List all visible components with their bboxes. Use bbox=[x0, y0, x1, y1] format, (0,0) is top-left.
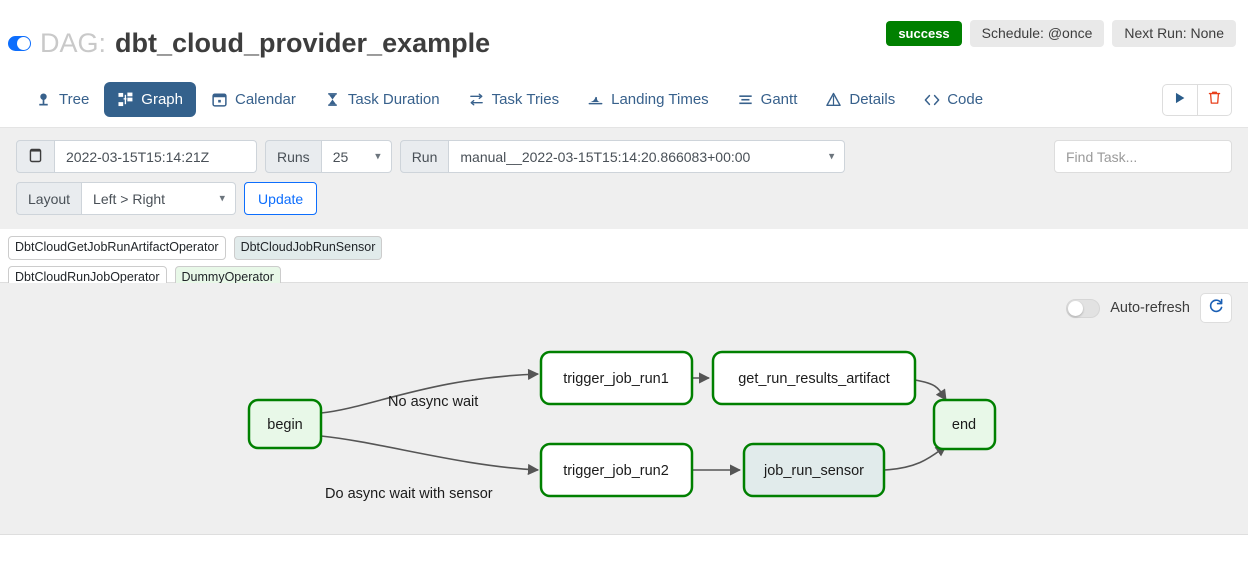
tab-graph[interactable]: Graph bbox=[104, 82, 196, 117]
legend-operators: DbtCloudGetJobRunArtifactOperator DbtClo… bbox=[6, 236, 546, 289]
legend-operator-chip: DbtCloudGetJobRunArtifactOperator bbox=[8, 236, 226, 260]
auto-refresh-toggle[interactable] bbox=[1066, 298, 1101, 318]
refresh-button[interactable] bbox=[1200, 293, 1232, 323]
tab-label: Tree bbox=[59, 91, 90, 108]
dag-title: DAG: dbt_cloud_provider_example bbox=[8, 28, 490, 59]
legend-bar: DbtCloudGetJobRunArtifactOperator DbtClo… bbox=[0, 229, 1248, 313]
graph-toolbar: Auto-refresh bbox=[1066, 293, 1232, 323]
find-task-input[interactable]: Find Task... bbox=[1054, 140, 1232, 173]
status-badge: success bbox=[886, 20, 962, 47]
dag-label: DAG: bbox=[40, 28, 107, 58]
edge-label-do-async-wait: Do async wait with sensor bbox=[325, 486, 493, 502]
tab-label: Task Tries bbox=[491, 91, 560, 108]
graph-icon bbox=[117, 91, 134, 108]
controls-row-1: 2022-03-15T15:14:21Z Runs 25 ▾ Run manua… bbox=[16, 140, 1232, 173]
dag-node-trigger-job-run1[interactable]: trigger_job_run1 bbox=[539, 350, 694, 406]
refresh-icon bbox=[1208, 298, 1224, 319]
delete-dag-button[interactable] bbox=[1197, 85, 1231, 115]
calendar-icon bbox=[211, 91, 228, 108]
run-label: Run bbox=[399, 140, 450, 173]
tab-label: Calendar bbox=[235, 91, 296, 108]
tab-task-tries[interactable]: Task Tries bbox=[455, 82, 573, 117]
controls-bar: 2022-03-15T15:14:21Z Runs 25 ▾ Run manua… bbox=[0, 128, 1248, 229]
tab-label: Task Duration bbox=[347, 91, 440, 108]
chevron-down-icon: ▾ bbox=[219, 192, 226, 204]
tab-label: Code bbox=[947, 91, 984, 108]
calendar-icon bbox=[28, 148, 43, 166]
runs-label: Runs bbox=[265, 140, 322, 173]
layout-select[interactable]: Left > Right ▾ bbox=[82, 182, 237, 215]
trigger-dag-button[interactable] bbox=[1163, 85, 1197, 115]
retry-icon bbox=[468, 91, 485, 108]
dag-node-job-run-sensor[interactable]: job_run_sensor bbox=[742, 442, 886, 498]
edge-label-no-async-wait: No async wait bbox=[388, 394, 478, 410]
tab-code[interactable]: Code bbox=[910, 82, 996, 117]
next-run-badge: Next Run: None bbox=[1112, 20, 1236, 47]
triangle-icon bbox=[825, 91, 842, 108]
landing-icon bbox=[587, 91, 604, 108]
update-button[interactable]: Update bbox=[244, 182, 318, 215]
tab-task-duration[interactable]: Task Duration bbox=[311, 82, 453, 117]
gantt-icon bbox=[737, 91, 754, 108]
tab-tree[interactable]: Tree bbox=[22, 82, 102, 117]
runs-select[interactable]: 25 ▾ bbox=[321, 140, 392, 173]
node-label: job_run_sensor bbox=[763, 463, 864, 479]
edge-begin-to-trigger2 bbox=[320, 435, 540, 476]
runs-group: Runs 25 ▾ bbox=[265, 140, 392, 173]
dag-edges bbox=[320, 368, 947, 476]
run-group: Run manual__2022-03-15T15:14:20.866083+0… bbox=[399, 140, 846, 173]
dag-node-trigger-job-run2[interactable]: trigger_job_run2 bbox=[539, 442, 694, 498]
run-select-value: manual__2022-03-15T15:14:20.866083+00:00 bbox=[460, 148, 751, 165]
layout-group: Layout Left > Right ▾ bbox=[16, 182, 237, 215]
node-label: get_run_results_artifact bbox=[738, 371, 890, 387]
dag-pause-toggle[interactable] bbox=[8, 36, 31, 51]
tab-bar: Tree Graph Calendar Task Duration Task T bbox=[0, 72, 1248, 128]
play-icon bbox=[1173, 91, 1187, 110]
page-header: DAG: dbt_cloud_provider_example success … bbox=[0, 0, 1248, 72]
layout-select-value: Left > Right bbox=[93, 190, 166, 207]
edge-sensor-to-end bbox=[883, 445, 947, 471]
tab-details[interactable]: Details bbox=[812, 82, 908, 117]
dag-graph-panel: Auto-refresh No async wait Do async wait… bbox=[0, 283, 1248, 535]
dag-node-get-run-results-artifact[interactable]: get_run_results_artifact bbox=[711, 350, 917, 406]
tab-gantt[interactable]: Gantt bbox=[724, 82, 811, 117]
base-date-input[interactable]: 2022-03-15T15:14:21Z bbox=[55, 140, 257, 173]
auto-refresh-label: Auto-refresh bbox=[1110, 300, 1190, 316]
calendar-button[interactable] bbox=[16, 140, 55, 173]
dag-node-end[interactable]: end bbox=[932, 398, 997, 451]
edge-begin-to-trigger1 bbox=[320, 368, 540, 414]
tab-label: Details bbox=[849, 91, 896, 108]
chevron-down-icon: ▾ bbox=[375, 150, 381, 162]
dag-edge-labels: No async wait Do async wait with sensor bbox=[325, 394, 493, 502]
tab-list: Tree Graph Calendar Task Duration Task T bbox=[16, 72, 1232, 127]
controls-row-2: Layout Left > Right ▾ Update bbox=[16, 182, 1232, 215]
legend-operator-chip: DbtCloudJobRunSensor bbox=[233, 236, 383, 260]
node-label: end bbox=[952, 417, 976, 433]
node-label: trigger_job_run1 bbox=[563, 371, 669, 387]
trash-icon bbox=[1207, 90, 1222, 110]
node-label: trigger_job_run2 bbox=[563, 463, 669, 479]
dag-graph-canvas[interactable]: No async wait Do async wait with sensor … bbox=[0, 283, 1248, 535]
runs-select-value: 25 bbox=[332, 148, 349, 165]
schedule-badge[interactable]: Schedule: @once bbox=[969, 20, 1105, 47]
run-select[interactable]: manual__2022-03-15T15:14:20.866083+00:00… bbox=[449, 140, 846, 173]
code-icon bbox=[923, 91, 940, 108]
base-date-group: 2022-03-15T15:14:21Z bbox=[16, 140, 257, 173]
node-label: begin bbox=[267, 417, 302, 433]
tab-label: Gantt bbox=[760, 91, 798, 108]
hourglass-icon bbox=[324, 91, 341, 108]
tree-icon bbox=[35, 91, 52, 108]
edge-artifact-to-end bbox=[914, 379, 947, 401]
chevron-down-icon: ▾ bbox=[828, 150, 835, 162]
layout-label: Layout bbox=[16, 182, 83, 215]
header-badges: success Schedule: @once Next Run: None bbox=[886, 20, 1236, 47]
tab-label: Landing Times bbox=[611, 91, 709, 108]
tab-landing-times[interactable]: Landing Times bbox=[574, 82, 722, 117]
dag-name: dbt_cloud_provider_example bbox=[115, 28, 491, 58]
tab-actions bbox=[1162, 84, 1232, 116]
dag-node-begin[interactable]: begin bbox=[247, 398, 323, 450]
tab-calendar[interactable]: Calendar bbox=[198, 82, 309, 117]
tab-label: Graph bbox=[141, 91, 183, 108]
